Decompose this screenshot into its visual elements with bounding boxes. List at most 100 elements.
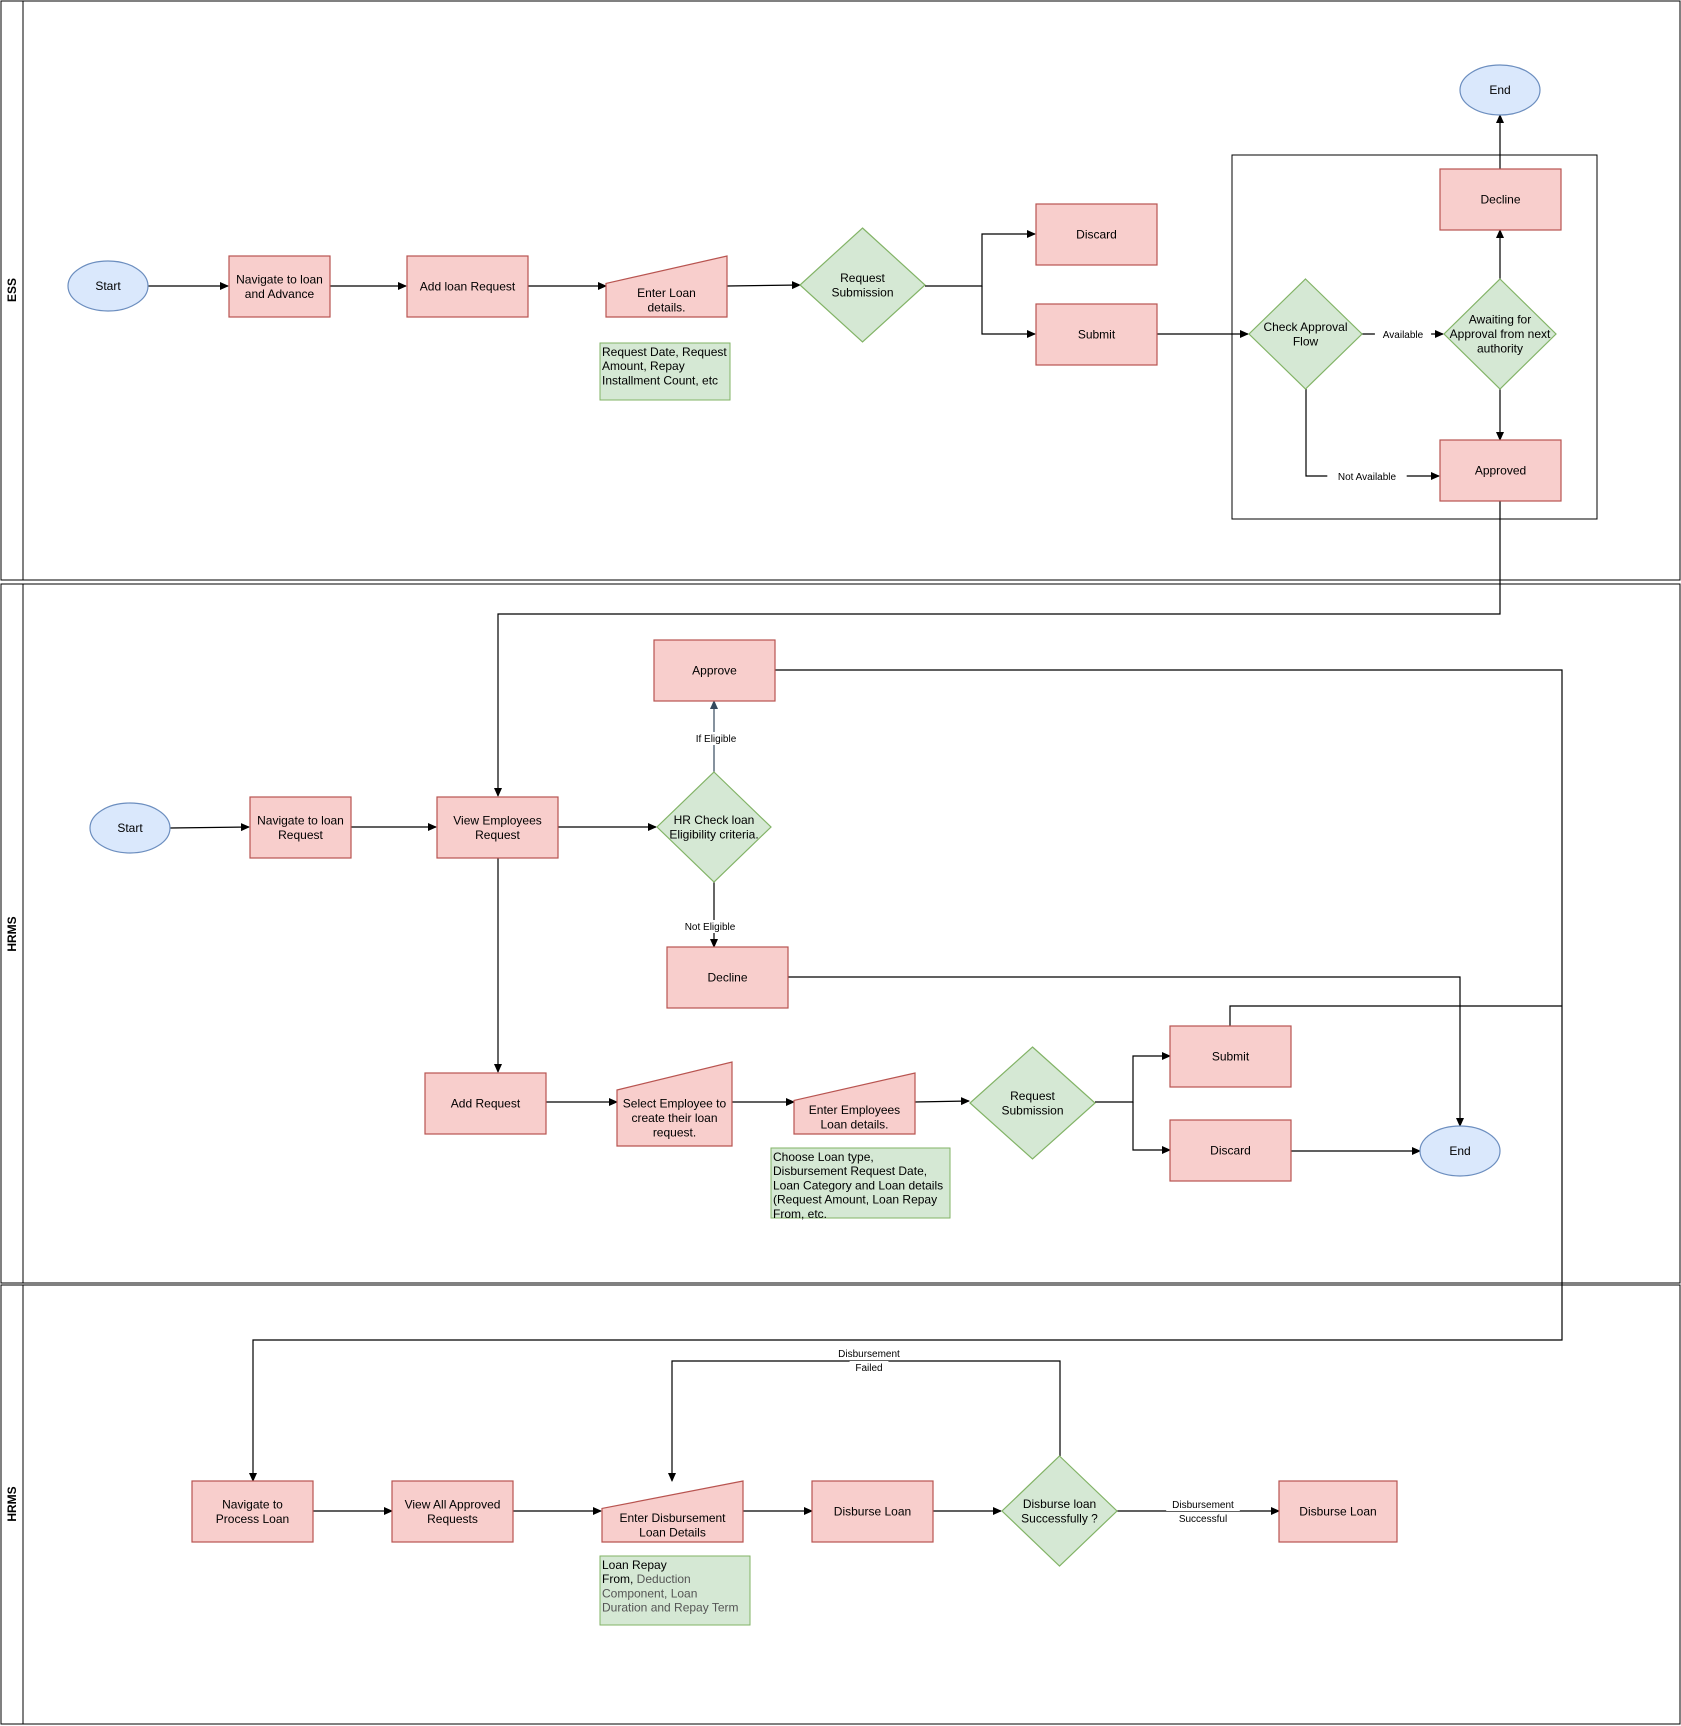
node-label: Start <box>117 821 143 835</box>
node-label: Request <box>840 271 885 285</box>
node-label: Submit <box>1078 328 1116 342</box>
edge-ess-approved-h1view <box>494 500 1501 797</box>
node-label: View Employees <box>453 813 542 827</box>
node-label: Successfully ? <box>1021 1511 1098 1525</box>
node-label: Navigate to loan <box>236 272 323 286</box>
node-ess-end: End <box>1459 64 1541 116</box>
edge-label-text: Available <box>1383 330 1424 341</box>
edge-h1-approve-h2nav <box>249 669 1563 1482</box>
node-label: Select Employee to <box>623 1097 727 1111</box>
edge-h2-check-enter-failed <box>668 1360 1061 1482</box>
node-label: Request <box>278 828 323 842</box>
node-label: Approval from next <box>1450 327 1551 341</box>
node-label: Enter Loan <box>637 286 696 300</box>
node-label: Decline <box>707 971 747 985</box>
edge-ess-check-approved <box>1305 389 1440 480</box>
note-line: Loan Category and Loan details <box>773 1178 943 1192</box>
edge-h1-submit-join <box>1229 1005 1562 1027</box>
note-line: Request Date, Request <box>602 345 727 359</box>
node-label: HR Check loan <box>674 813 755 827</box>
node-ess-add: Add loan Request <box>406 255 529 318</box>
node-label: End <box>1489 83 1510 97</box>
node-label: Request <box>475 828 520 842</box>
node-label: View All Approved <box>405 1497 501 1511</box>
node-label: Decline <box>1480 193 1520 207</box>
lane-label-hrms-requests: HRMS <box>5 916 19 951</box>
node-label: Discard <box>1210 1144 1251 1158</box>
node-label: create their loan <box>631 1111 717 1125</box>
edge-ess-reqsub-submit <box>981 286 1036 338</box>
node-label: Flow <box>1293 334 1319 348</box>
node-label: Enter Employees <box>809 1103 900 1117</box>
node-label: Navigate to loan <box>257 813 344 827</box>
node-label: Disburse loan <box>1023 1497 1096 1511</box>
lane-hrms-disbursement: HRMS <box>0 1284 1681 1725</box>
node-h1-end: End <box>1419 1125 1501 1177</box>
node-ess-decline: Decline <box>1439 168 1562 231</box>
node-label: Submission <box>831 285 893 299</box>
lane-label-ess: ESS <box>5 278 19 302</box>
node-h1-add: Add Request <box>424 1072 547 1135</box>
node-h1-start: Start <box>89 802 171 854</box>
note-line: Amount, Repay <box>602 359 685 373</box>
approval-flow-container <box>1231 154 1598 520</box>
node-label: Add Request <box>451 1097 521 1111</box>
node-h1-submit: Submit <box>1169 1025 1292 1088</box>
node-label: Approve <box>692 664 737 678</box>
node-ess-start: Start <box>67 260 149 312</box>
lane-ess: ESS <box>0 0 1681 581</box>
note-line: (Request Amount, Loan Repay <box>773 1193 937 1207</box>
edge-label-not-available: Not Available <box>1327 470 1407 483</box>
edge-label-text: Disbursement <box>1172 1500 1234 1511</box>
node-label: and Advance <box>245 287 315 301</box>
node-label: Navigate to <box>222 1497 283 1511</box>
edge-label-text: Not Eligible <box>685 922 736 933</box>
node-label: Add loan Request <box>420 280 516 294</box>
edge-h1-reqsub-discard <box>1132 1102 1171 1154</box>
edge-label-text: Not Available <box>1338 472 1397 483</box>
node-h1-approve: Approve <box>653 639 776 702</box>
node-label: details. <box>647 300 685 314</box>
note-line: Loan Repay <box>602 1558 667 1572</box>
note-line: From, etc. <box>773 1207 827 1221</box>
edge-h1-decline-end <box>788 976 1464 1127</box>
edge-label-text: Disbursement <box>838 1349 900 1360</box>
note-note-h1: Choose Loan type,Disbursement Request Da… <box>770 1147 951 1221</box>
lane-hrms-requests: HRMS <box>0 583 1681 1284</box>
node-label: Loan details. <box>820 1117 888 1131</box>
node-label: Submit <box>1212 1050 1250 1064</box>
node-label: Disburse Loan <box>1299 1505 1376 1519</box>
node-label: request. <box>653 1126 696 1140</box>
node-label: Awaiting for <box>1469 313 1531 327</box>
node-label: End <box>1449 1144 1470 1158</box>
note-line: Installment Count, etc <box>602 373 718 387</box>
node-label: Loan Details <box>639 1525 706 1539</box>
node-label: Discard <box>1076 228 1117 242</box>
note-line: Choose Loan type, <box>773 1150 874 1164</box>
edge-label-text: If Eligible <box>696 734 737 745</box>
node-label: authority <box>1477 342 1523 356</box>
edge-label-not-eligible: Not Eligible <box>670 920 750 933</box>
node-h2-done: Disburse Loan <box>1278 1480 1398 1543</box>
node-label: Enter Disbursement <box>619 1511 726 1525</box>
